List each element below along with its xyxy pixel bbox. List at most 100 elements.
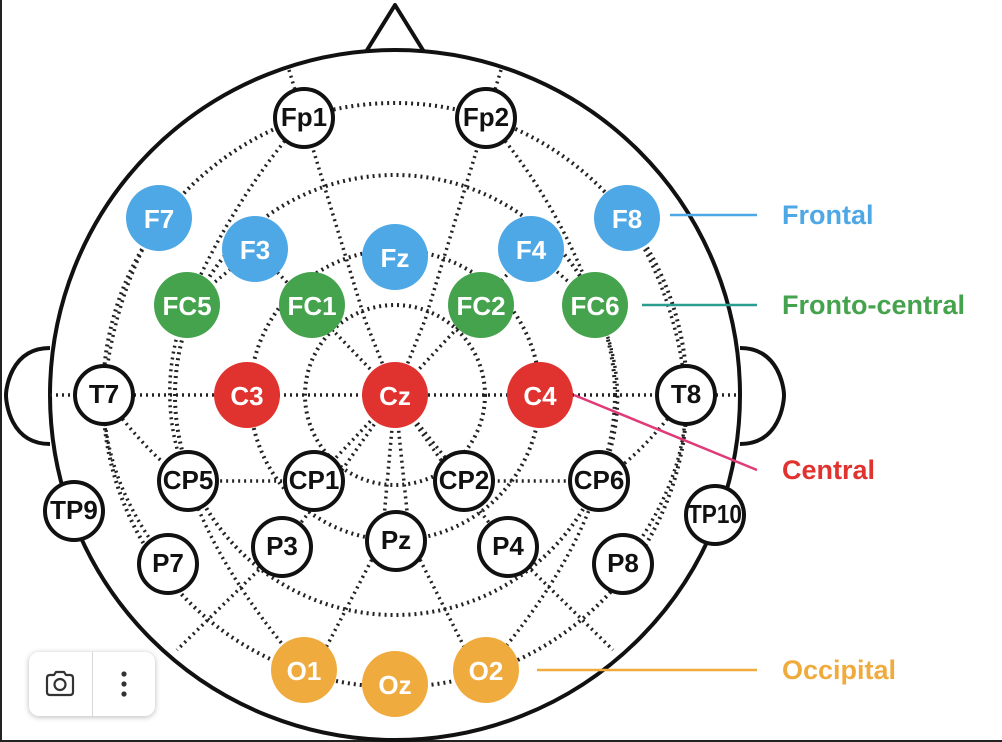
electrode-fp2: Fp2 <box>455 87 517 149</box>
electrode-tp10-label: TP10 <box>688 499 742 529</box>
electrode-c4: C4 <box>507 362 573 428</box>
electrode-cp5-label: CP5 <box>163 465 214 495</box>
electrode-f4: F4 <box>498 216 564 282</box>
electrode-c3: C3 <box>214 362 280 428</box>
electrode-p3-marker <box>251 516 313 578</box>
electrode-t8: T8 <box>655 364 717 426</box>
nose-outline <box>362 3 428 57</box>
electrode-tp10: TP10 <box>684 484 746 546</box>
electrode-pz: Pz <box>365 510 427 572</box>
electrode-f3: F3 <box>222 216 288 282</box>
electrode-o2-marker <box>453 637 519 703</box>
electrode-f8-label: F8 <box>612 204 642 234</box>
region-label-occipital: Occipital <box>782 655 896 685</box>
electrode-t7: T7 <box>73 364 135 426</box>
electrode-fc5: FC5 <box>154 272 220 338</box>
more-options-button[interactable] <box>93 652 156 716</box>
electrode-p4-label: P4 <box>492 531 524 561</box>
electrode-o2: O2 <box>453 637 519 703</box>
electrode-fc6: FC6 <box>562 272 628 338</box>
electrode-f3-marker <box>222 216 288 282</box>
electrode-cz-label: Cz <box>379 381 411 411</box>
electrode-fc5-marker <box>154 272 220 338</box>
electrode-cp2-label: CP2 <box>439 465 490 495</box>
electrode-p4-marker <box>477 516 539 578</box>
left-ear-outline <box>3 346 51 446</box>
electrode-tp9-marker <box>43 480 105 542</box>
electrode-cz-marker <box>362 362 428 428</box>
electrode-f7: F7 <box>126 185 192 251</box>
electrode-fp1: Fp1 <box>273 87 335 149</box>
electrode-cp5-marker <box>157 450 219 512</box>
electrode-cp6-marker <box>568 450 630 512</box>
electrode-f4-label: F4 <box>516 235 547 265</box>
electrode-oz-label: Oz <box>378 670 411 700</box>
electrode-fc1: FC1 <box>279 272 345 338</box>
electrode-f4-marker <box>498 216 564 282</box>
electrode-f7-label: F7 <box>144 204 174 234</box>
electrode-fp1-label: Fp1 <box>281 102 327 132</box>
electrode-cp6: CP6 <box>568 450 630 512</box>
electrode-fc2-label: FC2 <box>456 291 505 321</box>
electrode-oz: Oz <box>362 651 428 717</box>
electrode-pz-label: Pz <box>381 525 411 555</box>
electrode-p7: P7 <box>137 533 199 595</box>
region-label-central: Central <box>782 455 875 485</box>
electrode-t7-marker <box>73 364 135 426</box>
electrode-fc6-label: FC6 <box>570 291 619 321</box>
electrode-cp6-label: CP6 <box>574 465 625 495</box>
central-leader-line <box>573 393 758 472</box>
electrode-cp1-label: CP1 <box>289 465 340 495</box>
electrode-p8-marker <box>592 533 654 595</box>
electrode-fp2-label: Fp2 <box>463 102 509 132</box>
electrode-cp1-marker <box>283 450 345 512</box>
electrode-fp2-marker <box>455 87 517 149</box>
electrode-p7-marker <box>137 533 199 595</box>
right-ear-outline <box>739 346 787 446</box>
electrode-fz-label: Fz <box>381 243 410 273</box>
electrode-tp9: TP9 <box>43 480 105 542</box>
electrode-t8-label: T8 <box>671 379 701 409</box>
electrode-fz-marker <box>362 224 428 290</box>
electrode-tp9-label: TP9 <box>50 495 98 525</box>
region-label-frontal: Frontal <box>782 200 874 230</box>
electrode-t8-marker <box>655 364 717 426</box>
electrode-cp2-marker <box>433 450 495 512</box>
electrode-fc6-marker <box>562 272 628 338</box>
electrode-o2-label: O2 <box>469 656 504 686</box>
electrode-o1: O1 <box>271 637 337 703</box>
electrode-cp2: CP2 <box>433 450 495 512</box>
electrode-cp5: CP5 <box>157 450 219 512</box>
electrode-f8-marker <box>594 185 660 251</box>
electrode-cp1: CP1 <box>283 450 345 512</box>
electrode-f3-label: F3 <box>240 235 270 265</box>
electrode-c3-marker <box>214 362 280 428</box>
electrode-pz-marker <box>365 510 427 572</box>
electrode-c4-marker <box>507 362 573 428</box>
electrode-fc5-label: FC5 <box>162 291 211 321</box>
electrode-f7-marker <box>126 185 192 251</box>
electrode-fc1-label: FC1 <box>287 291 336 321</box>
camera-button[interactable] <box>29 652 92 716</box>
electrode-cz: Cz <box>362 362 428 428</box>
electrode-t7-label: T7 <box>89 379 119 409</box>
electrode-fc2-marker <box>448 272 514 338</box>
electrode-oz-marker <box>362 651 428 717</box>
image-toolbar <box>29 652 155 716</box>
electrode-tp10-marker <box>684 484 746 546</box>
electrode-p4: P4 <box>477 516 539 578</box>
electrode-p8-label: P8 <box>607 548 639 578</box>
electrode-fc2: FC2 <box>448 272 514 338</box>
electrode-p8: P8 <box>592 533 654 595</box>
electrode-f8: F8 <box>594 185 660 251</box>
electrode-c3-label: C3 <box>230 381 263 411</box>
electrode-fc1-marker <box>279 272 345 338</box>
more-vertical-icon <box>121 671 127 697</box>
electrode-p3-label: P3 <box>266 531 298 561</box>
electrode-o1-marker <box>271 637 337 703</box>
electrode-c4-label: C4 <box>523 381 557 411</box>
electrode-o1-label: O1 <box>287 656 322 686</box>
